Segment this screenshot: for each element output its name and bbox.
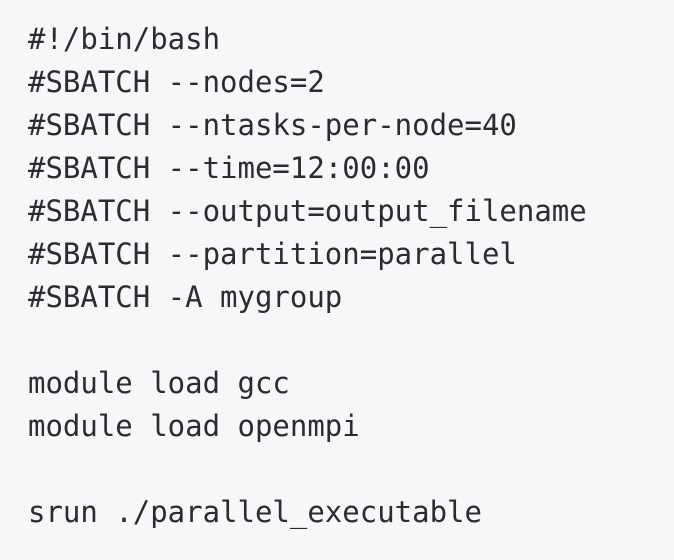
code-line: #!/bin/bash bbox=[28, 22, 221, 56]
code-line: #SBATCH --time=12:00:00 bbox=[28, 151, 430, 185]
code-line: #SBATCH --partition=parallel bbox=[28, 237, 517, 271]
code-line: module load gcc bbox=[28, 366, 290, 400]
code-line: module load openmpi bbox=[28, 409, 360, 443]
code-line: #SBATCH --nodes=2 bbox=[28, 65, 325, 99]
code-line: srun ./parallel_executable bbox=[28, 495, 482, 529]
code-line: #SBATCH --output=output_filename bbox=[28, 194, 587, 228]
code-line: #SBATCH --ntasks-per-node=40 bbox=[28, 108, 517, 142]
code-line: #SBATCH -A mygroup bbox=[28, 280, 343, 314]
